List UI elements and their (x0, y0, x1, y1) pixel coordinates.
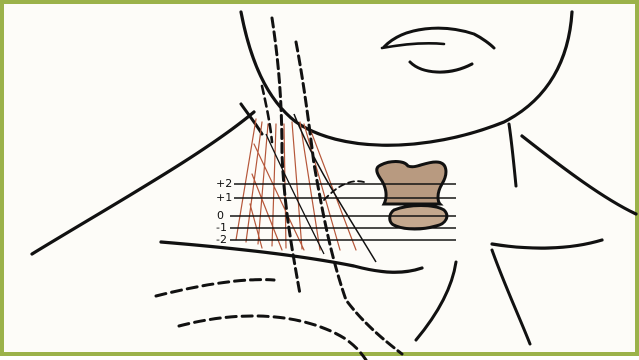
level-label-minus2: -2 (216, 233, 227, 246)
right-shoulder-line (522, 136, 636, 214)
sternum-right-line (492, 250, 530, 344)
cricoid-cartilage (390, 206, 447, 230)
sternum-left-line (416, 262, 456, 340)
right-neck-line (509, 124, 516, 186)
level-label-plus1: +1 (216, 191, 232, 204)
level-label-plus2: +2 (216, 177, 232, 190)
lower-dashed-line-2 (179, 316, 366, 360)
neck-anatomy-drawing: +2 +1 0 -1 -2 (4, 4, 639, 360)
level-labels: +2 +1 0 -1 -2 (216, 177, 232, 246)
right-clavicle (492, 240, 602, 248)
muscle-border-line-2 (266, 134, 324, 254)
mouth (382, 28, 494, 72)
lower-dashed-line-1 (156, 280, 274, 296)
